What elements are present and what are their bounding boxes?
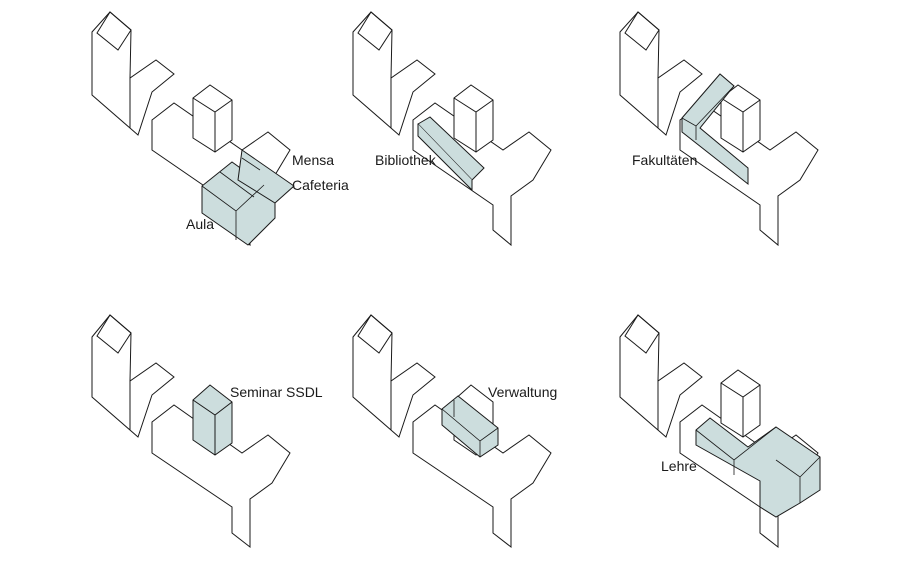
isometric-building-3 [619,11,819,247]
diagram-fakultaeten: Fakultäten [600,0,900,285]
label-fakultaeten: Fakultäten [632,152,698,168]
label-aula: Aula [186,216,215,232]
label-bibliothek: Bibliothek [375,152,436,168]
label-lehre: Lehre [661,458,697,474]
label-mensa: Mensa [292,152,335,168]
label-cafeteria: Cafeteria [292,177,349,193]
diagram-lehre: Lehre [600,285,900,570]
isometric-building-1 [91,11,295,247]
label-verwaltung: Verwaltung [488,384,558,400]
diagram-bibliothek: Bibliothek [300,0,600,285]
isometric-building-6 [619,314,821,549]
diagram-verwaltung: Verwaltung [300,285,600,570]
isometric-building-5 [352,314,552,549]
label-seminar-ssdl: Seminar SSDL [230,384,323,400]
isometric-building-2 [352,11,552,247]
diagram-seminar-ssdl: Seminar SSDL [0,285,323,570]
isometric-building-4 [91,314,291,549]
diagram-aula-mensa-cafeteria: Mensa Cafeteria Aula [0,0,349,285]
